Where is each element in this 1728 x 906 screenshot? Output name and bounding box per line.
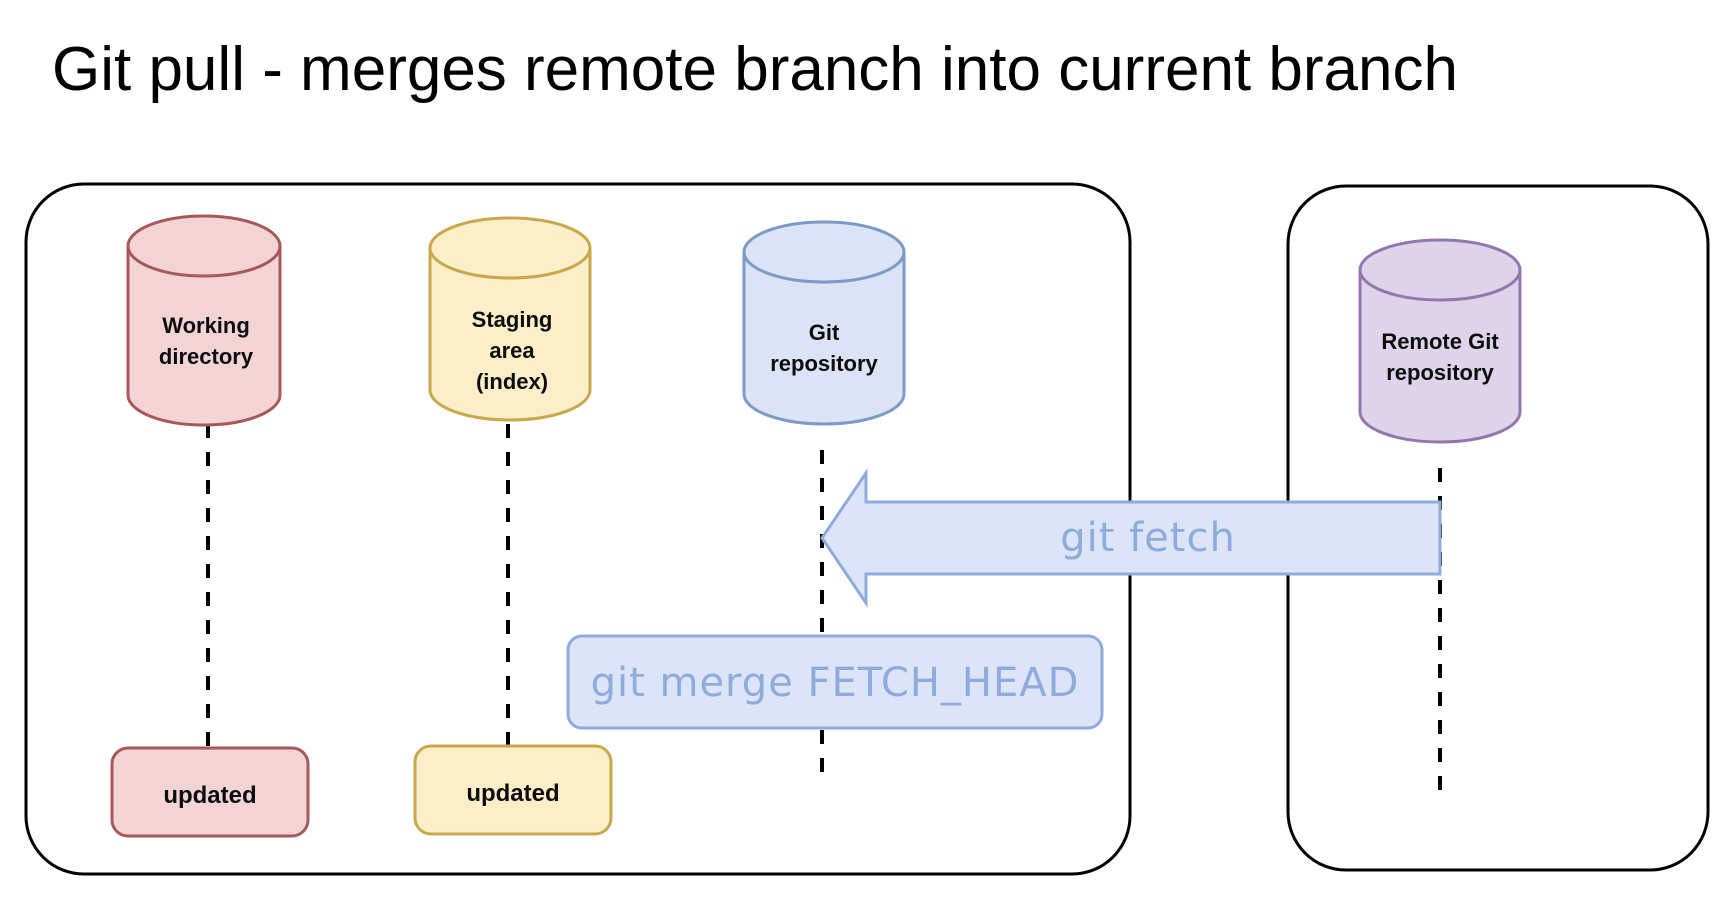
git-repository-cylinder: Git repository [742,220,906,426]
staging-area-label-line2: area [489,338,535,363]
git-merge-label: git merge FETCH_HEAD [591,660,1080,706]
working-directory-status-box: updated [110,746,310,838]
git-merge-box [566,634,1104,730]
staging-area-label-line3: (index) [476,369,548,394]
remote-git-repository-cylinder: Remote Git repository [1358,238,1522,444]
git-repository-label-line2: repository [770,351,878,376]
staging-area-status-box: updated [413,744,613,836]
staging-area-cylinder: Staging area (index) [428,216,592,422]
remote-git-repository-label-line1: Remote Git [1381,329,1499,354]
staging-area-label-line1: Staging [472,307,553,332]
working-directory-cylinder: Working directory [126,214,282,427]
staging-area-status-label: updated [466,780,559,807]
remote-git-repository-label-line2: repository [1386,360,1494,385]
git-fetch-arrow [820,468,1442,608]
page-title: Git pull - merges remote branch into cur… [52,35,1458,104]
working-directory-label-line1: Working [162,313,250,338]
git-fetch-label: git fetch [1060,515,1236,561]
working-directory-label-line2: directory [159,344,254,369]
git-repository-label-line1: Git [809,320,840,345]
working-directory-status-label: updated [163,782,256,809]
